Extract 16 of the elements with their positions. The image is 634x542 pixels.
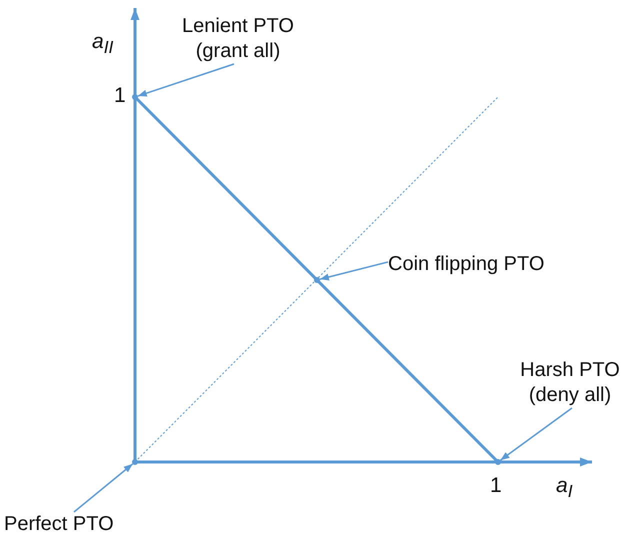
callout-text: Harsh PTO (deny all) — [512, 358, 628, 408]
tick-label: 1 — [490, 474, 502, 498]
point-marker — [495, 459, 501, 465]
leader-arrow — [320, 261, 388, 280]
leader-arrow — [500, 407, 572, 461]
leader-arrow — [138, 63, 234, 97]
callout-text: Coin flipping PTO — [388, 252, 544, 277]
leader-arrow — [74, 463, 134, 513]
callout-text: Perfect PTO — [4, 512, 114, 537]
point-marker — [132, 94, 138, 100]
point-marker — [132, 459, 138, 465]
point-marker — [314, 277, 320, 283]
callout-text: Lenient PTO (grant all) — [178, 14, 298, 64]
axis-label: a$_{II}$ — [92, 30, 114, 60]
tick-label: 1 — [114, 84, 126, 108]
axis-label: a$_{I}$ — [556, 474, 573, 504]
